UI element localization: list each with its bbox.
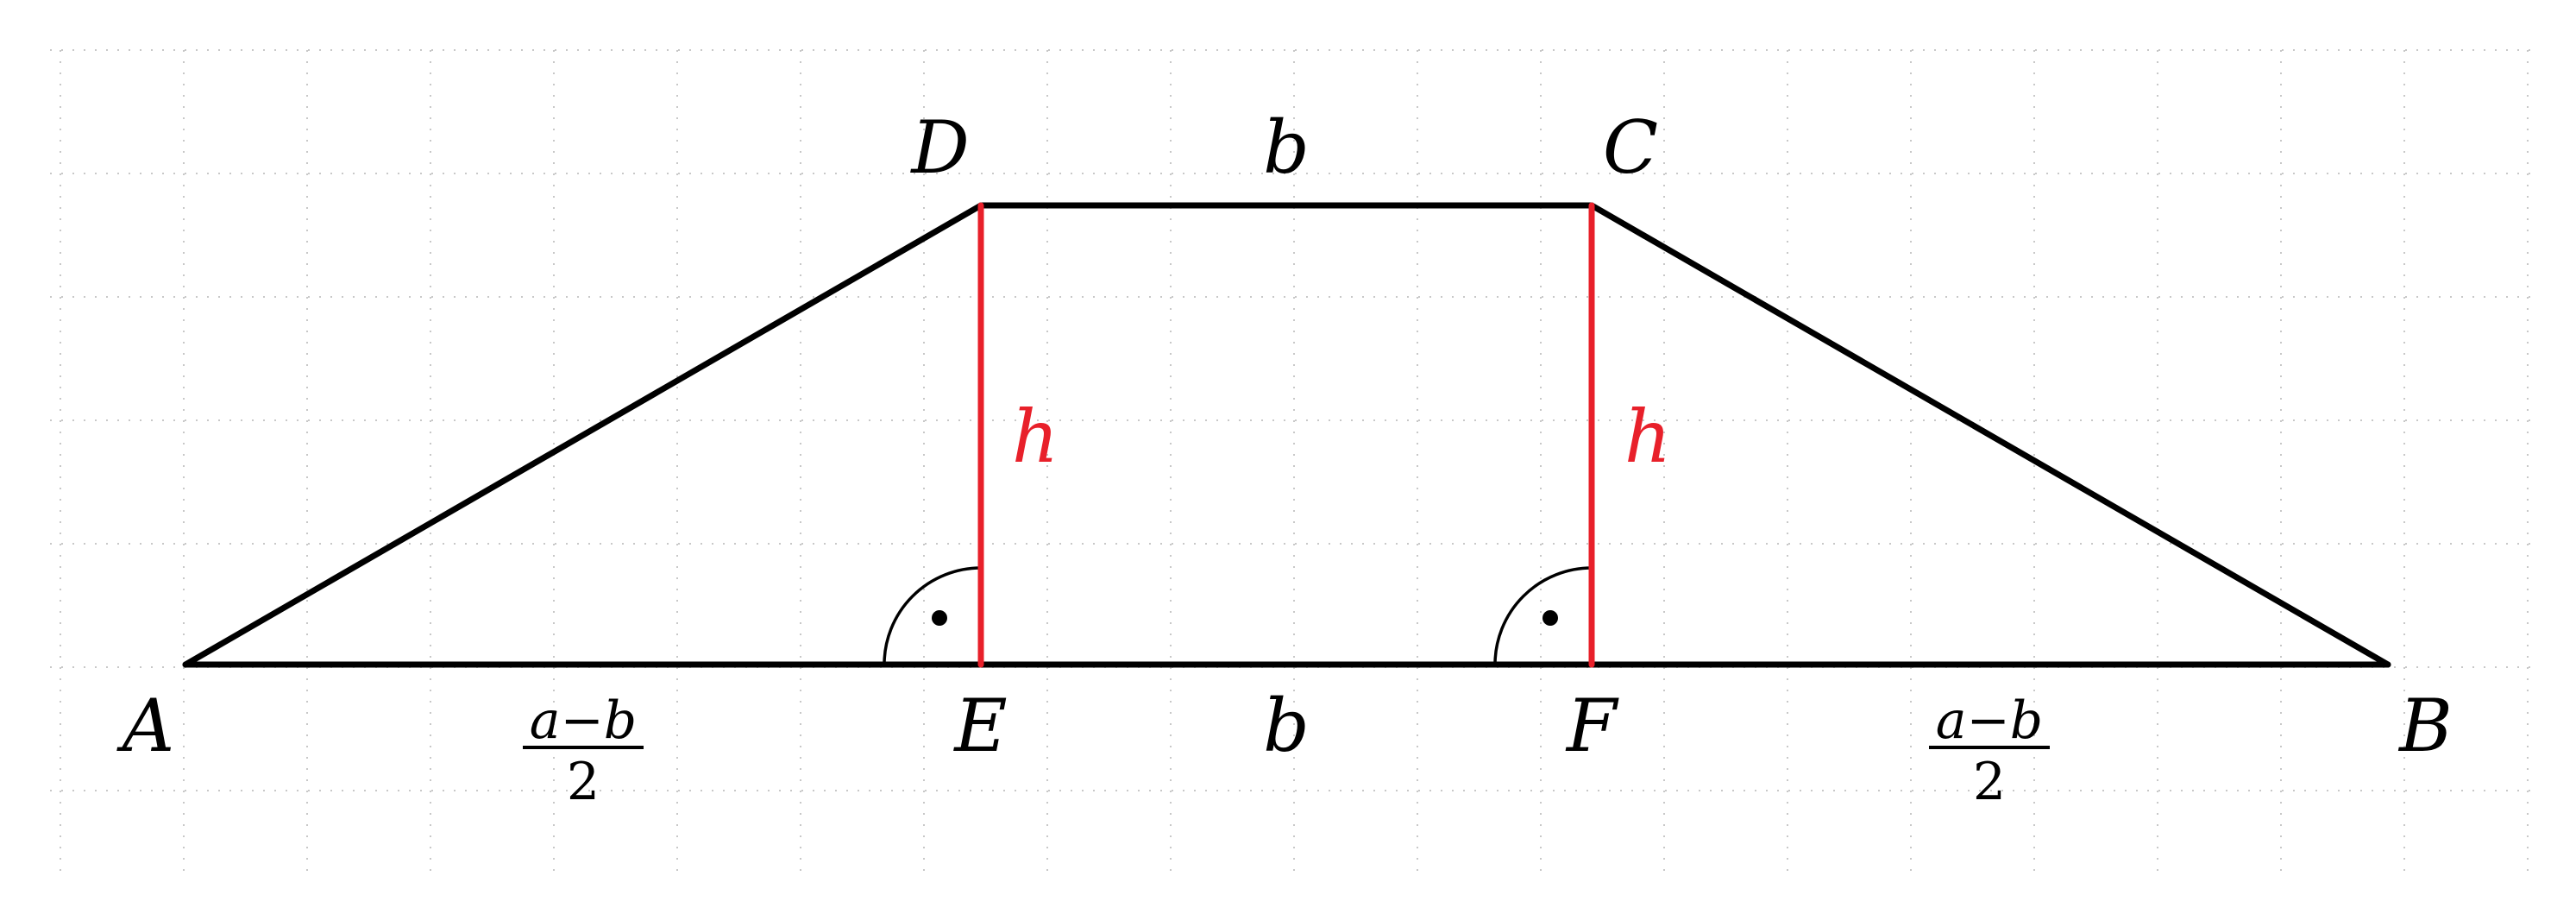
height-label-left-h: h (1012, 394, 1059, 479)
vertex-label-D: D (909, 105, 969, 190)
trapezoid-outline (182, 202, 2391, 668)
side-BC (1588, 202, 2391, 668)
point-label-F: F (1565, 684, 1619, 768)
right-angle-marker-F (1493, 566, 1593, 665)
fraction-left-denominator: 2 (567, 752, 600, 812)
fraction-label-left: a−b 2 (523, 690, 644, 812)
vertex-label-C: C (1603, 105, 1658, 190)
heights (977, 202, 1595, 668)
fraction-label-right: a−b 2 (1929, 690, 2050, 812)
segment-label-bottom-b: b (1263, 684, 1310, 768)
right-angle-marker-E (883, 566, 982, 665)
height-label-right-h: h (1624, 394, 1671, 479)
fraction-left-numerator: a−b (530, 690, 637, 751)
dotted-grid (50, 49, 2536, 872)
fraction-right-denominator: 2 (1973, 752, 2006, 812)
segment-label-top-b: b (1263, 105, 1310, 190)
fraction-right-numerator: a−b (1936, 690, 2043, 751)
point-label-E: E (952, 684, 1007, 768)
vertex-label-A: A (116, 684, 175, 768)
side-DA (182, 202, 984, 668)
vertex-label-B: B (2397, 684, 2453, 768)
